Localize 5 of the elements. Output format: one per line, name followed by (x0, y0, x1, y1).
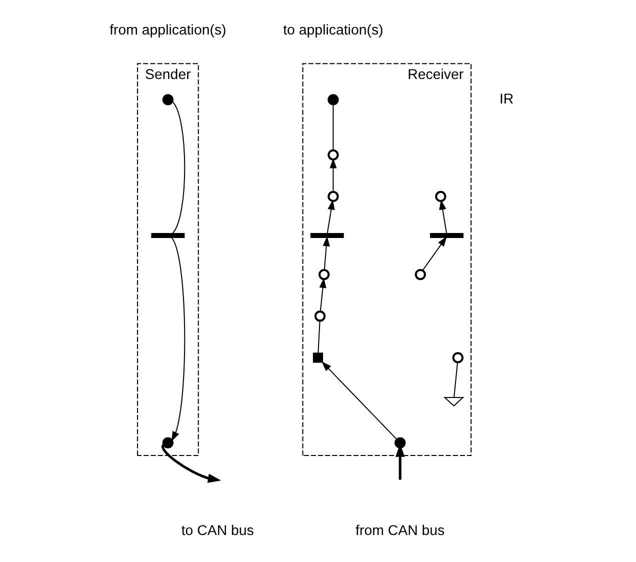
label: to CAN bus (180, 523, 254, 540)
label: IR (498, 91, 514, 108)
label: from application(s) (109, 22, 226, 38)
label: to application(s) (282, 22, 383, 38)
label: from CAN bus (355, 523, 444, 540)
